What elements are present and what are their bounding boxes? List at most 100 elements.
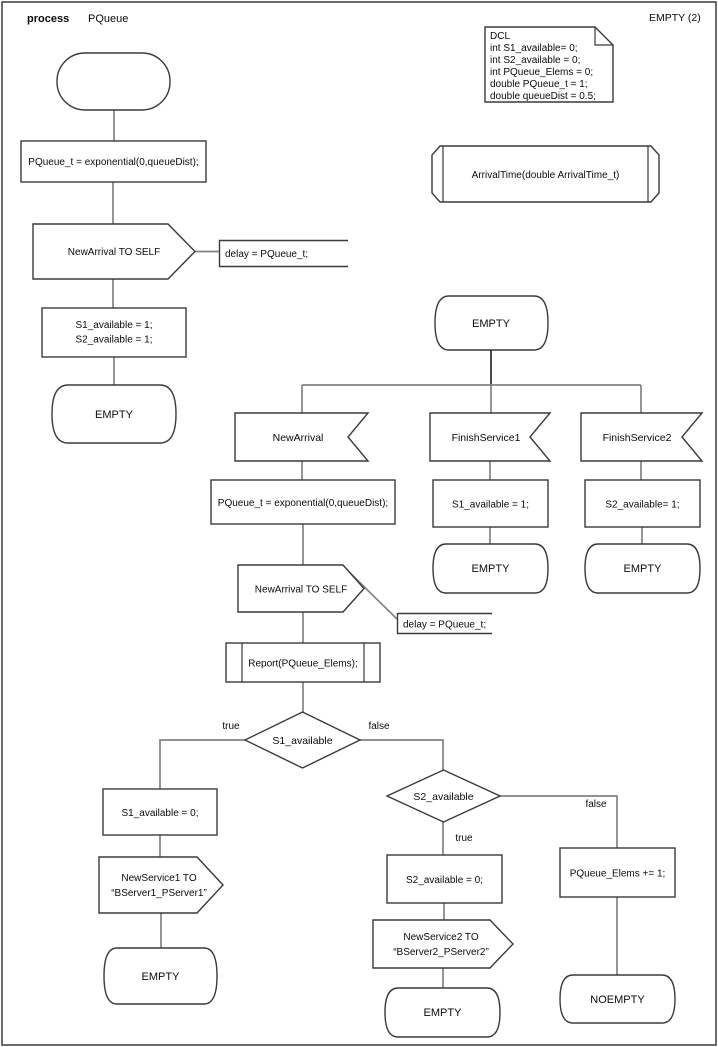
state-label: EMPTY (472, 563, 511, 575)
task-s1-available-1: S1_available = 1; (432, 479, 549, 528)
output-label-line2: “BServer1_PServer1” (111, 888, 207, 899)
task-pqueue-elems-increment: PQueue_Elems += 1; (559, 847, 676, 898)
dcl-declaration-note: DCL int S1_available= 0; int S2_availabl… (484, 26, 614, 103)
state-shape (434, 295, 549, 351)
task-schedule-arrival: PQueue_t = exponential(0,queueDist); (210, 479, 396, 525)
diagram-header: process PQueue EMPTY (2) (27, 12, 701, 25)
branch-label-true: true (455, 833, 473, 844)
state-shape (384, 987, 501, 1038)
output-label: NewArrival TO SELF (68, 247, 160, 258)
decision-s1-available: S1_available (243, 711, 362, 769)
state-label: EMPTY (472, 318, 511, 330)
state-shape (103, 947, 218, 1005)
output-label-line1: NewService2 TO (403, 932, 478, 943)
nextstate-empty-finish1: EMPTY (432, 543, 549, 594)
process-name-label: PQueue (88, 13, 128, 25)
note-line: int S1_available= 0; (490, 43, 578, 54)
state-empty-header: EMPTY (434, 295, 549, 351)
output-shape (98, 856, 224, 914)
procedure-shape (431, 145, 660, 203)
task-label: PQueue_t = exponential(0,queueDist); (28, 157, 198, 168)
input-shape (580, 412, 704, 462)
output-label-line2: “BServer2_PServer2” (393, 947, 489, 958)
task-label: PQueue_Elems += 1; (570, 869, 666, 880)
decision-true-branch-line (159, 739, 245, 789)
input-finishservice2: FinishService2 (580, 412, 704, 462)
note-line: DCL (490, 31, 510, 42)
output-label-line1: NewService1 TO (121, 873, 196, 884)
decision-shape (243, 711, 362, 769)
output-label: NewArrival TO SELF (255, 585, 347, 596)
note-line: int S2_available = 0; (490, 55, 580, 66)
input-label: FinishService2 (603, 432, 672, 444)
decision-label: S2_available (413, 791, 473, 803)
note-shape (484, 26, 614, 103)
output-shape (32, 223, 196, 280)
task-shape (584, 479, 701, 528)
start-shape (56, 52, 171, 111)
task-label-line2: S2_available = 1; (75, 335, 152, 346)
state-label: EMPTY (95, 409, 134, 421)
note-line: int PQueue_Elems = 0; (490, 67, 593, 78)
decision-false-branch-line (500, 795, 618, 848)
task-shape (386, 854, 503, 904)
comment-shape (396, 612, 492, 635)
task-label: S1_available = 1; (452, 500, 529, 511)
output-shape (237, 564, 365, 613)
procedure-call-shape (225, 642, 381, 683)
branch-label-true: true (222, 721, 240, 732)
decision-false-branch-line (360, 739, 444, 770)
task-init-availability: S1_available = 1; S2_available = 1; (41, 307, 187, 358)
nextstate-empty-finish2: EMPTY (584, 543, 701, 594)
input-finishservice1: FinishService1 (429, 412, 552, 462)
page-label: EMPTY (2) (649, 12, 701, 24)
state-shape (559, 974, 676, 1024)
input-label: NewArrival (273, 432, 324, 444)
comment-shape (218, 239, 348, 268)
task-shape (20, 140, 207, 183)
task-schedule-arrival-start: PQueue_t = exponential(0,queueDist); (20, 140, 207, 183)
start-symbol (56, 52, 171, 111)
task-shape (432, 479, 549, 528)
note-line: double queueDist = 0.5; (490, 91, 596, 102)
input-label: FinishService1 (452, 432, 521, 444)
task-shape (210, 479, 396, 525)
output-shape (372, 919, 514, 969)
nextstate-empty-service1: EMPTY (103, 947, 218, 1005)
output-newarrival-to-self-start: NewArrival TO SELF (32, 223, 196, 280)
output-newservice2: NewService2 TO “BServer2_PServer2” (372, 919, 514, 969)
task-label-line1: S1_available = 1; (75, 320, 152, 331)
state-shape (432, 543, 549, 594)
state-label: EMPTY (424, 1007, 463, 1019)
note-fold-corner-icon (594, 27, 613, 46)
comment-delay: delay = PQueue_t; (396, 612, 492, 635)
note-line: double PQueue_t = 1; (490, 79, 588, 90)
input-shape (429, 412, 552, 462)
output-newarrival-to-self: NewArrival TO SELF (237, 564, 365, 613)
state-label: EMPTY (142, 971, 181, 983)
nextstate-empty-service2: EMPTY (384, 987, 501, 1038)
procedure-call-side-bars (241, 643, 365, 682)
comment-label: delay = PQueue_t; (225, 249, 308, 260)
procedure-side-bars (442, 146, 649, 202)
task-s2-available-0: S2_available = 0; (386, 854, 503, 904)
state-shape (584, 543, 701, 594)
state-shape (51, 384, 177, 444)
procedure-call-report: Report(PQueue_Elems); (225, 642, 381, 683)
task-s1-available-0: S1_available = 0; (102, 788, 218, 836)
comment-label: delay = PQueue_t; (403, 620, 486, 631)
state-label: NOEMPTY (590, 994, 645, 1006)
output-newservice1: NewService1 TO “BServer1_PServer1” (98, 856, 224, 914)
task-shape (41, 307, 187, 358)
decision-label: S1_available (272, 735, 332, 747)
branch-label-false: false (368, 721, 390, 732)
task-label: S2_available = 0; (406, 875, 483, 886)
procedure-call-label: Report(PQueue_Elems); (248, 659, 358, 670)
nextstate-empty-start: EMPTY (51, 384, 177, 444)
process-kind-label: process (27, 13, 69, 25)
task-label: S2_available= 1; (605, 500, 679, 511)
input-shape (234, 412, 370, 462)
